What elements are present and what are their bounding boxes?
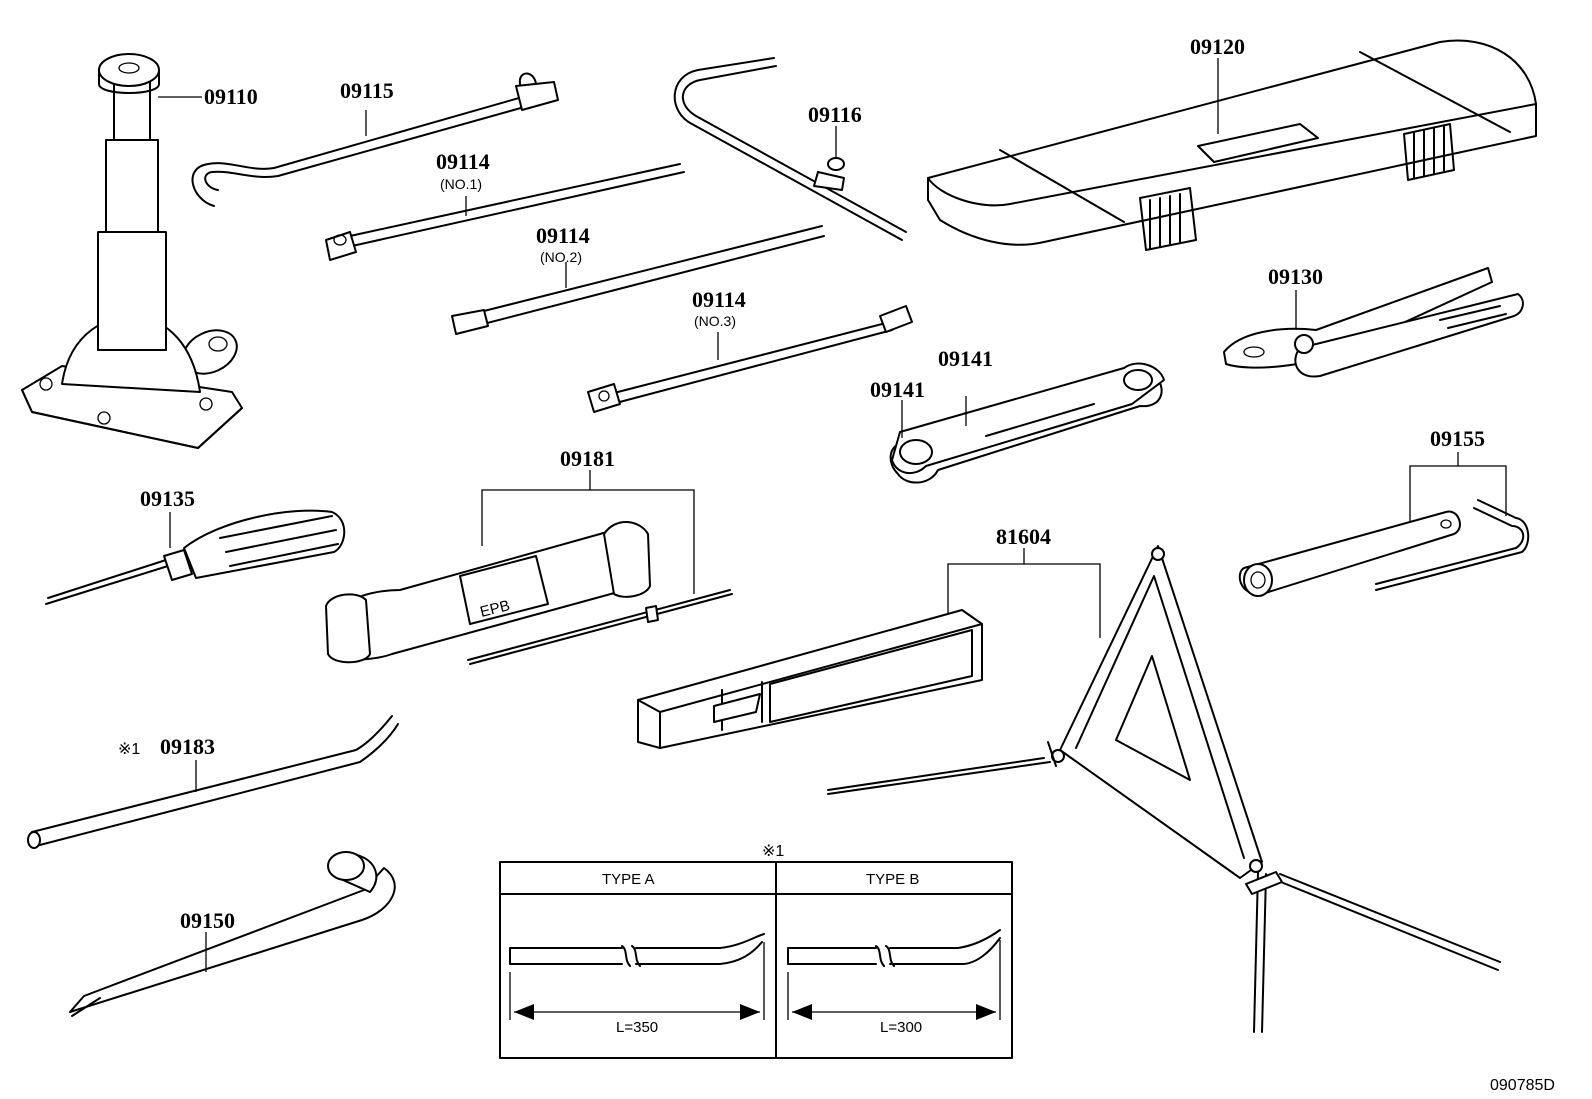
diagram-ref: 090785D xyxy=(1490,1077,1555,1094)
inset-mark: ※1 xyxy=(762,843,784,860)
label-09150: 09150 xyxy=(180,908,235,933)
label-09141-b: 09141 xyxy=(870,377,925,402)
tool-09114-no2 xyxy=(451,225,825,335)
inset-table xyxy=(499,861,1013,1059)
tool-09114-no1 xyxy=(325,163,685,261)
label-09155: 09155 xyxy=(1430,426,1485,451)
lug-wrench-09150 xyxy=(69,851,396,1017)
label-09114-no1-sub: (NO.1) xyxy=(440,176,482,192)
label-09141-a: 09141 xyxy=(938,346,993,371)
tool-09183 xyxy=(27,715,399,849)
warning-triangle-81604 xyxy=(637,545,1501,1033)
jack-09110 xyxy=(21,53,243,449)
epb-kit-09181 xyxy=(325,470,733,665)
label-09114-no2-sub: (NO.2) xyxy=(540,249,582,265)
label-81604: 81604 xyxy=(996,524,1051,549)
epb-label-plate xyxy=(459,555,549,625)
tool-09155 xyxy=(1238,452,1530,597)
inset-type-b-header: TYPE B xyxy=(866,871,919,888)
pliers-09130 xyxy=(1223,267,1524,378)
tool-09115 xyxy=(191,72,559,207)
tool-09116 xyxy=(673,57,907,241)
label-09116: 09116 xyxy=(808,102,862,127)
label-09120: 09120 xyxy=(1190,34,1245,59)
label-09114-no3-sub: (NO.3) xyxy=(694,313,736,329)
label-09114-no2: 09114 xyxy=(536,223,590,248)
epb-text: EPB xyxy=(478,597,511,621)
label-09183-mark: ※1 xyxy=(118,741,140,758)
label-09181: 09181 xyxy=(560,446,615,471)
label-09135: 09135 xyxy=(140,486,195,511)
screwdriver-09135 xyxy=(45,509,346,605)
tool-09114-no3 xyxy=(587,305,913,413)
label-09115: 09115 xyxy=(340,78,394,103)
inset-type-b-length: L=300 xyxy=(880,1019,922,1036)
label-09114-no1: 09114 xyxy=(436,149,490,174)
inset-type-a-header: TYPE A xyxy=(602,871,655,888)
label-09114-no3: 09114 xyxy=(692,287,746,312)
label-09183: 09183 xyxy=(160,734,215,759)
label-09110: 09110 xyxy=(204,84,258,109)
case-09120 xyxy=(927,39,1537,251)
inset-type-a-length: L=350 xyxy=(616,1019,658,1036)
wrench-09141 xyxy=(889,362,1165,484)
label-09130: 09130 xyxy=(1268,264,1323,289)
